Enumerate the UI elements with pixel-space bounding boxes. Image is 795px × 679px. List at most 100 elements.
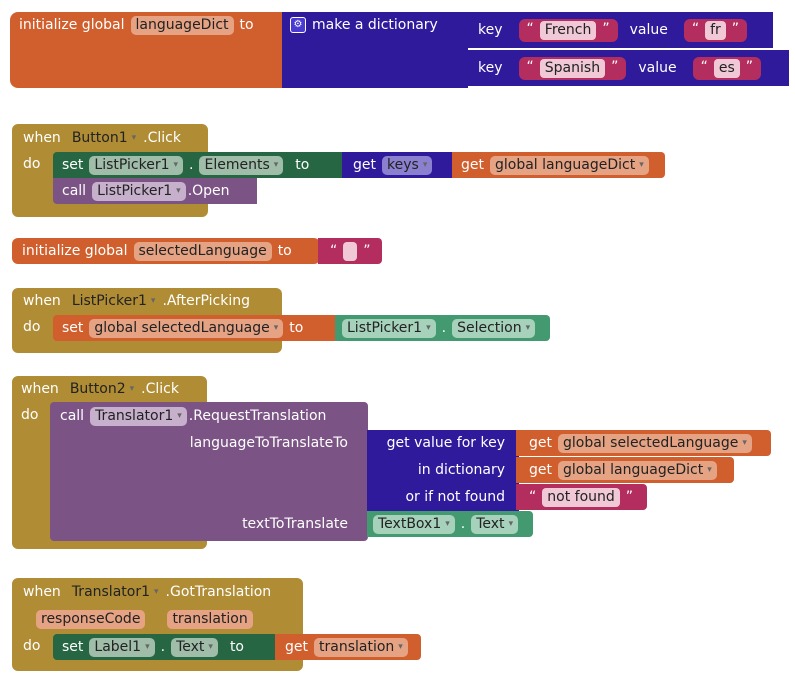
property-dropdown[interactable]: Text▾ bbox=[471, 514, 519, 534]
dropdown-arrow-icon: ▾ bbox=[707, 464, 712, 475]
label: to bbox=[289, 320, 304, 336]
dropdown-arrow-icon: ▾ bbox=[150, 295, 156, 306]
label: to bbox=[295, 157, 310, 173]
variable-dropdown[interactable]: global languageDict▾ bbox=[490, 155, 649, 175]
label: in dictionary bbox=[417, 462, 505, 478]
text-field[interactable]: es bbox=[713, 58, 740, 78]
text-field[interactable]: not found bbox=[542, 487, 620, 507]
arg-row: languageToTranslateTo bbox=[190, 431, 348, 455]
quote: “ bbox=[526, 20, 534, 37]
dropdown-arrow-icon: ▾ bbox=[639, 159, 644, 170]
label: . bbox=[160, 639, 166, 655]
label: .Click bbox=[143, 130, 181, 146]
label: value bbox=[629, 22, 668, 38]
quote: “ bbox=[700, 58, 708, 75]
variable-dropdown[interactable]: global selectedLanguage▾ bbox=[89, 318, 284, 338]
call-row: call ListPicker1▾ .Open bbox=[62, 179, 230, 203]
label: .Click bbox=[141, 381, 179, 397]
param-translation[interactable]: translation bbox=[167, 609, 253, 629]
dropdown-arrow-icon: ▾ bbox=[445, 518, 450, 529]
label: ListPicker1 bbox=[71, 292, 147, 309]
init-row: initialize global selectedLanguage to bbox=[22, 239, 292, 263]
text-field[interactable] bbox=[343, 241, 358, 261]
label: Elements bbox=[204, 156, 270, 173]
text-block-french[interactable]: “ French ” bbox=[518, 18, 618, 42]
label: Button1 bbox=[71, 129, 128, 146]
label: set bbox=[62, 320, 84, 336]
label: Button2 bbox=[69, 380, 126, 397]
text-block-es[interactable]: “es” bbox=[692, 56, 762, 80]
quote: “ bbox=[691, 20, 700, 37]
label: get bbox=[285, 639, 308, 655]
label: ListPicker1 bbox=[347, 319, 423, 336]
component-dropdown[interactable]: Translator1▾ bbox=[67, 583, 164, 602]
get-keys-row: get keys▾ bbox=[353, 153, 433, 177]
component-dropdown[interactable]: Translator1▾ bbox=[90, 406, 187, 426]
mutator-gear-icon[interactable]: ⚙ bbox=[290, 17, 306, 33]
component-dropdown[interactable]: Button2▾ bbox=[65, 380, 139, 399]
label: get bbox=[529, 462, 552, 478]
label: set bbox=[62, 639, 84, 655]
label: initialize global bbox=[19, 17, 125, 33]
variable-dropdown[interactable]: global selectedLanguage▾ bbox=[558, 433, 752, 453]
event-header: when Translator1▾ .GotTranslation bbox=[23, 580, 271, 604]
event-header: when Button1▾ .Click bbox=[23, 126, 181, 150]
component-dropdown[interactable]: ListPicker1▾ bbox=[92, 181, 186, 201]
label: initialize global bbox=[22, 243, 128, 259]
variable-dropdown[interactable]: global languageDict▾ bbox=[558, 460, 717, 480]
do-label: do bbox=[23, 319, 41, 335]
text-field[interactable]: fr bbox=[705, 20, 726, 40]
component-dropdown[interactable]: ListPicker1▾ bbox=[67, 292, 161, 311]
label: call bbox=[60, 408, 85, 424]
set-row: set ListPicker1▾ . Elements▾ to bbox=[62, 153, 309, 177]
label: or if not found bbox=[405, 489, 505, 505]
dropdown-arrow-icon: ▾ bbox=[273, 322, 279, 333]
label: .GotTranslation bbox=[165, 584, 272, 600]
label: Translator1 bbox=[95, 407, 174, 424]
label: key bbox=[478, 22, 503, 38]
label: TextBox1 bbox=[378, 515, 442, 532]
quote: ” bbox=[731, 20, 740, 37]
label: when bbox=[21, 381, 59, 397]
lookup-row: get value for key bbox=[387, 431, 505, 455]
pair-row-1: key “ French ” value “ fr ” bbox=[478, 18, 748, 42]
set-row: set global selectedLanguage▾ to bbox=[62, 316, 303, 340]
component-dropdown[interactable]: TextBox1▾ bbox=[373, 514, 455, 534]
label: . bbox=[189, 157, 194, 173]
dictionary-lookup-block[interactable] bbox=[367, 430, 519, 511]
label: ListPicker1 bbox=[94, 156, 170, 173]
component-dropdown[interactable]: Button1▾ bbox=[67, 129, 141, 148]
variable-name-field[interactable]: languageDict bbox=[130, 15, 234, 35]
property-dropdown[interactable]: Text▾ bbox=[171, 637, 218, 657]
property-dropdown[interactable]: Selection▾ bbox=[452, 318, 536, 338]
label: .AfterPicking bbox=[162, 293, 250, 309]
text-field[interactable]: French bbox=[539, 20, 597, 40]
pair-row-2: key “Spanish” value “es” bbox=[478, 56, 762, 80]
text-field[interactable]: Spanish bbox=[539, 58, 606, 78]
param-responseCode[interactable]: responseCode bbox=[36, 609, 146, 629]
property-dropdown[interactable]: Elements▾ bbox=[199, 155, 284, 175]
label: when bbox=[23, 293, 61, 309]
do-label: do bbox=[23, 156, 41, 172]
label: Text bbox=[176, 638, 205, 655]
variable-dropdown[interactable]: translation▾ bbox=[314, 637, 408, 657]
quote: ” bbox=[611, 58, 619, 75]
label: make a dictionary bbox=[312, 17, 438, 33]
make-dictionary-block[interactable] bbox=[282, 12, 468, 88]
quote: ” bbox=[602, 20, 610, 37]
event-header: when Button2▾ .Click bbox=[21, 377, 179, 401]
dropdown-arrow-icon: ▾ bbox=[508, 518, 514, 529]
label: key bbox=[478, 60, 503, 76]
component-dropdown[interactable]: Label1▾ bbox=[89, 637, 155, 657]
label: value bbox=[638, 60, 677, 76]
text-block-spanish[interactable]: “Spanish” bbox=[518, 56, 627, 80]
get-row: get global languageDict▾ bbox=[461, 153, 649, 177]
keys-dropdown[interactable]: keys▾ bbox=[382, 155, 433, 175]
variable-name-field[interactable]: selectedLanguage bbox=[133, 241, 272, 261]
label: get bbox=[461, 157, 484, 173]
get-row: get global languageDict▾ bbox=[529, 458, 717, 482]
component-dropdown[interactable]: ListPicker1▾ bbox=[342, 318, 436, 338]
component-dropdown[interactable]: ListPicker1▾ bbox=[89, 155, 184, 175]
text-block-fr[interactable]: “ fr ” bbox=[683, 18, 748, 42]
label: when bbox=[23, 130, 61, 146]
